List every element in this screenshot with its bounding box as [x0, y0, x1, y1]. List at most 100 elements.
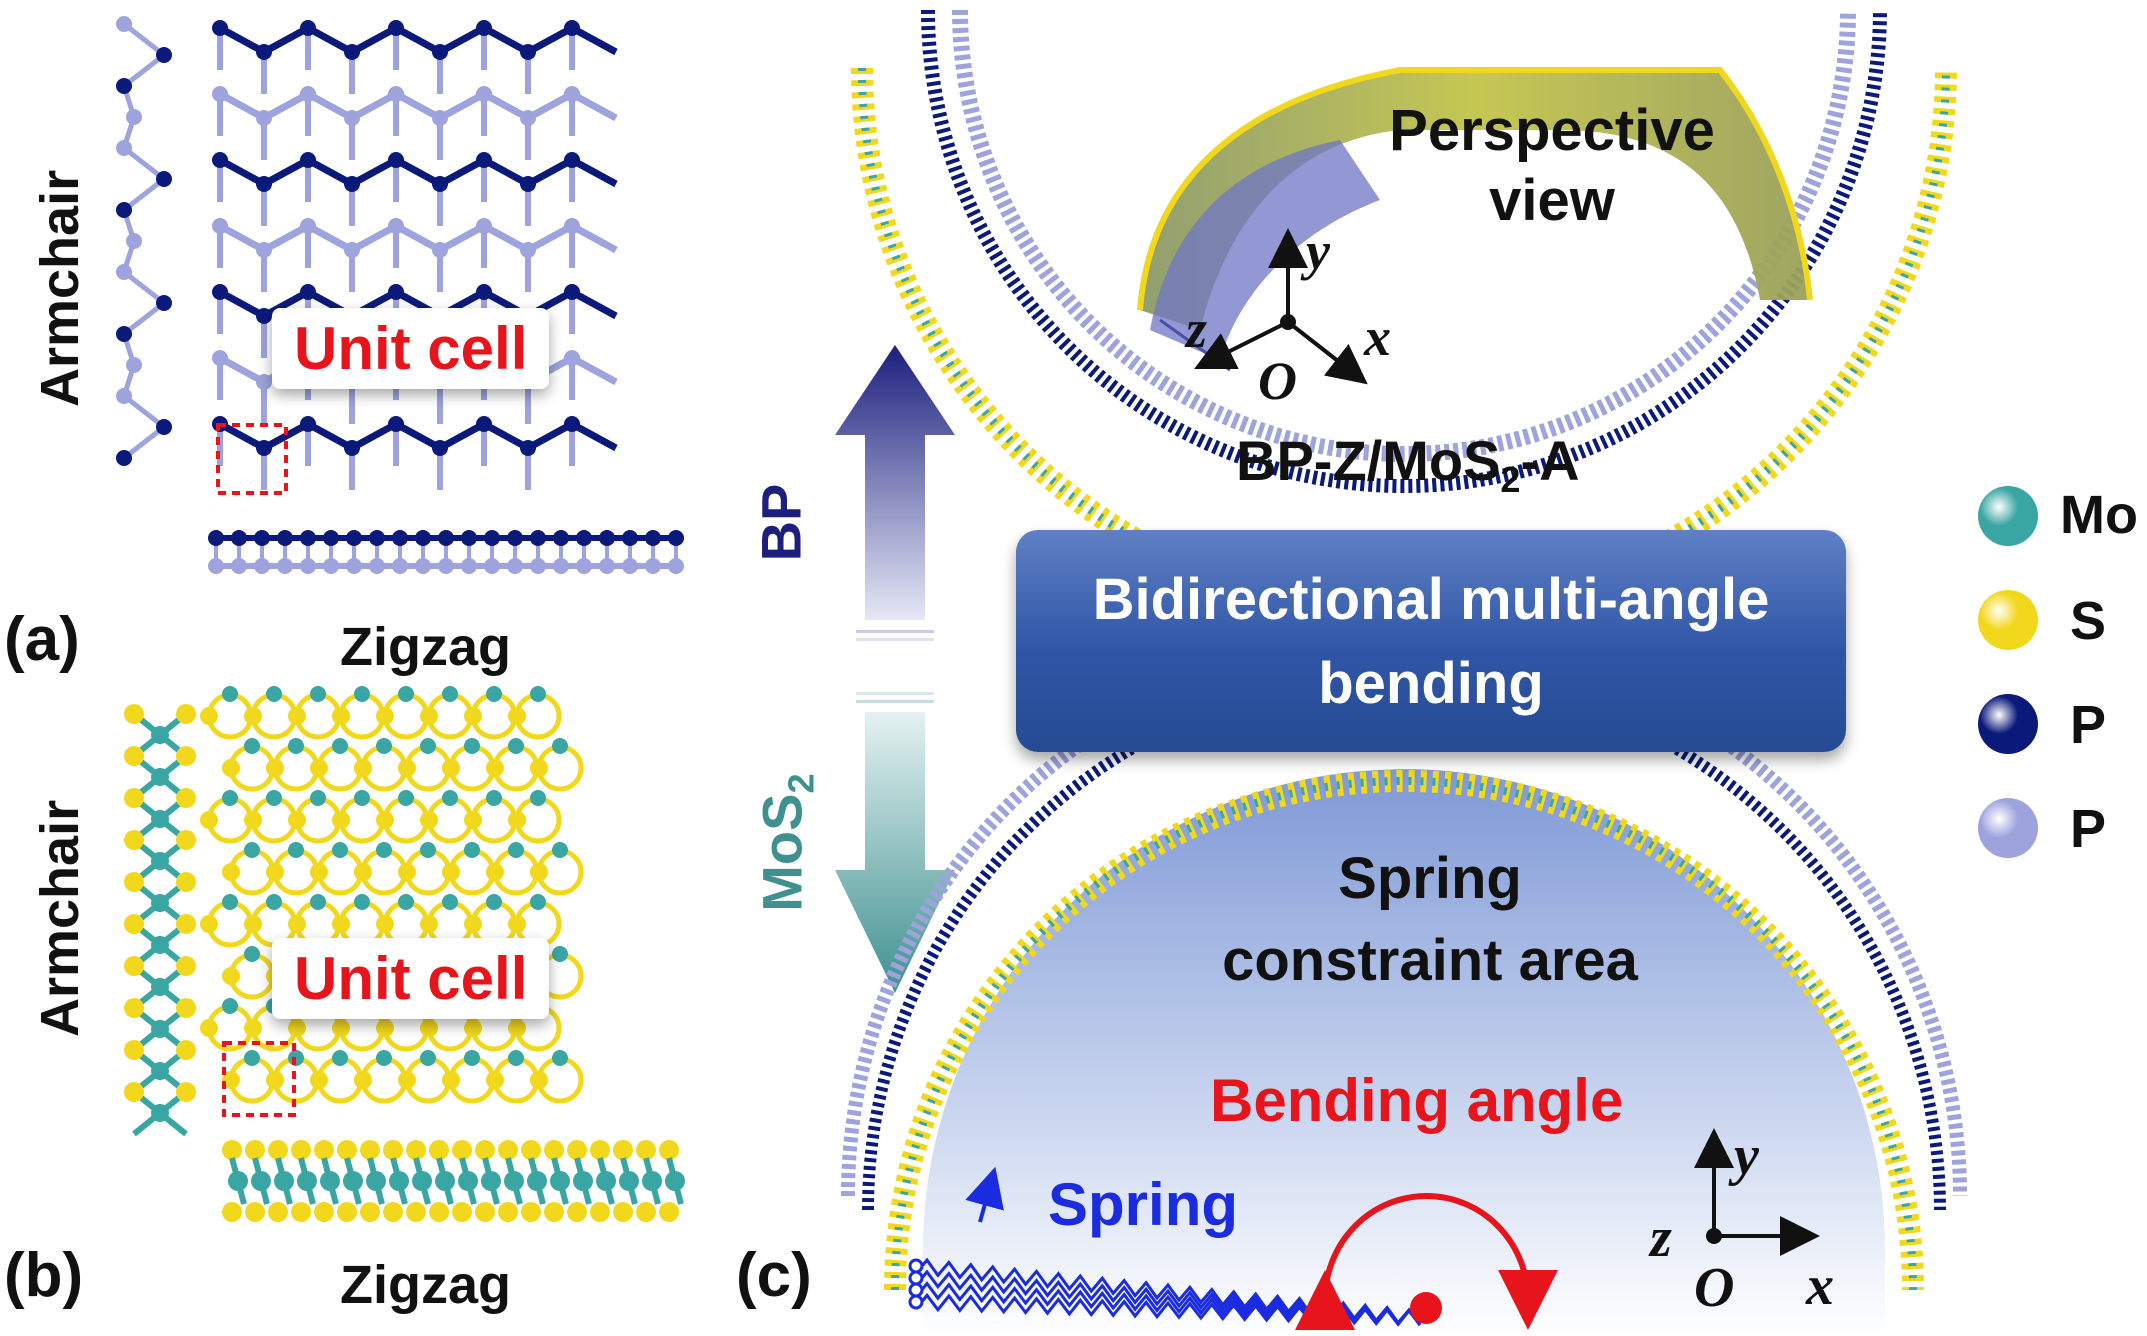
mos2-zz-atom: [613, 1140, 633, 1160]
bp-side-atom: [126, 233, 142, 249]
mos2-mo-atom: [354, 790, 370, 806]
bp-zz-atom: [392, 530, 408, 546]
panel-a-armchair-label: Armchair: [30, 169, 90, 407]
mos2-s-atom: [266, 759, 284, 777]
mos2-s-atom: [398, 863, 416, 881]
bp-atom: [520, 242, 536, 258]
bp-atom: [520, 110, 536, 126]
bp-atom: [344, 176, 360, 192]
mos2-s-atom: [332, 811, 350, 829]
bp-atom: [476, 416, 492, 432]
top-axis-z: z: [1186, 299, 1208, 359]
bp-atom: [564, 284, 580, 300]
bp-zz-atom: [576, 558, 592, 574]
mos2-mo-atom: [332, 738, 348, 754]
mos2-s-atom: [222, 1071, 240, 1089]
bp-zz-atom: [622, 530, 638, 546]
bp-zz-atom: [323, 558, 339, 574]
mos2-s-atom: [464, 1019, 482, 1037]
bp-side-atom: [126, 109, 142, 125]
mos2-zz-atom: [337, 1140, 357, 1160]
mos2-zz-atom: [521, 1140, 541, 1160]
bp-zz-atom: [254, 530, 270, 546]
bp-atom: [564, 350, 580, 366]
mos2-side-atom: [176, 998, 196, 1018]
mos2-side-atom: [151, 936, 169, 954]
mos2-zz-atom: [291, 1140, 311, 1160]
bp-zz-atom: [461, 530, 477, 546]
legend-atoms: [1978, 486, 2038, 858]
bp-side-atom: [156, 47, 172, 63]
panel-a-zigzag-label: Zigzag: [340, 617, 511, 677]
mos2-mo-atom: [310, 686, 326, 702]
mos2-mo-atom: [244, 946, 260, 962]
bp-atom: [564, 86, 580, 102]
mos2-side-atom: [124, 704, 144, 724]
bp-atom: [432, 176, 448, 192]
bp-side-atom: [116, 202, 132, 218]
mos2-unit-cell-box: [222, 1041, 296, 1117]
bp-zz-atom: [346, 530, 362, 546]
mos2-s-atom: [332, 915, 350, 933]
bp-zz-atom: [415, 530, 431, 546]
mos2-zz-atom: [314, 1140, 334, 1160]
bp-atom: [564, 152, 580, 168]
bp-atom: [476, 284, 492, 300]
mos2-s-atom: [354, 863, 372, 881]
bp-side-atom: [116, 16, 132, 32]
bottom-axis-x: x: [1806, 1255, 1834, 1317]
mos2-side-atom: [124, 872, 144, 892]
bp-zz-atom: [668, 530, 684, 546]
bp-atom: [300, 284, 316, 300]
mos2-mo-atom: [486, 686, 502, 702]
mos2-mo-atom: [266, 790, 282, 806]
mos2-s-atom: [376, 811, 394, 829]
bp-zz-atom: [300, 530, 316, 546]
mos2-armchair-side-view: [124, 704, 196, 1137]
spring-arrow: [965, 1166, 1004, 1223]
bp-atom: [256, 44, 272, 60]
bp-zz-atom: [576, 530, 592, 546]
mos2-mo-atom: [244, 1050, 260, 1066]
bottom-axis-y: y: [1734, 1125, 1759, 1187]
mos2-s-atom: [354, 1071, 372, 1089]
mos2-side-atom: [176, 746, 196, 766]
mos2-zz-atom: [435, 1171, 455, 1191]
bp-up-arrow: [835, 345, 955, 641]
mos2-zz-atom: [452, 1140, 472, 1160]
mos2-s-atom: [244, 1019, 262, 1037]
mos2-zz-atom: [389, 1171, 409, 1191]
mos2-side-atom: [124, 1082, 144, 1102]
mos2-zz-atom: [458, 1171, 478, 1191]
bp-zz-atom: [231, 558, 247, 574]
mos2-side-atom: [151, 852, 169, 870]
mos2-s-atom: [398, 1071, 416, 1089]
legend-sphere: [1978, 798, 2038, 858]
mos2-side-atom: [176, 704, 196, 724]
mos2-zz-atom: [573, 1171, 593, 1191]
spring-anchor: [908, 1294, 924, 1310]
mos2-mo-atom: [310, 790, 326, 806]
mos2-mo-atom: [530, 686, 546, 702]
mos2-side-atom: [176, 872, 196, 892]
mos2-s-atom: [200, 707, 218, 725]
mos2-side-atom: [151, 768, 169, 786]
spring-anchor: [908, 1282, 924, 1298]
panel-b-unit-cell-label: Unit cell: [272, 938, 550, 1019]
mos2-zz-atom: [297, 1171, 317, 1191]
bp-zz-atom: [323, 530, 339, 546]
mos2-zz-atom: [429, 1202, 449, 1222]
mos2-s-atom: [310, 759, 328, 777]
bp-atom: [300, 20, 316, 36]
mos2-zz-atom: [274, 1171, 294, 1191]
mos2-mo-atom: [486, 790, 502, 806]
legend-s-label: S: [2070, 591, 2107, 651]
mos2-mo-atom: [288, 738, 304, 754]
top-axis-y: y: [1306, 221, 1330, 281]
bp-atom: [388, 416, 404, 432]
bp-zz-atom: [599, 530, 615, 546]
bp-armchair-side-view: [116, 16, 172, 466]
mos2-mo-atom: [266, 894, 282, 910]
mos2-mo-atom: [376, 842, 392, 858]
bp-side-atom: [116, 264, 132, 280]
